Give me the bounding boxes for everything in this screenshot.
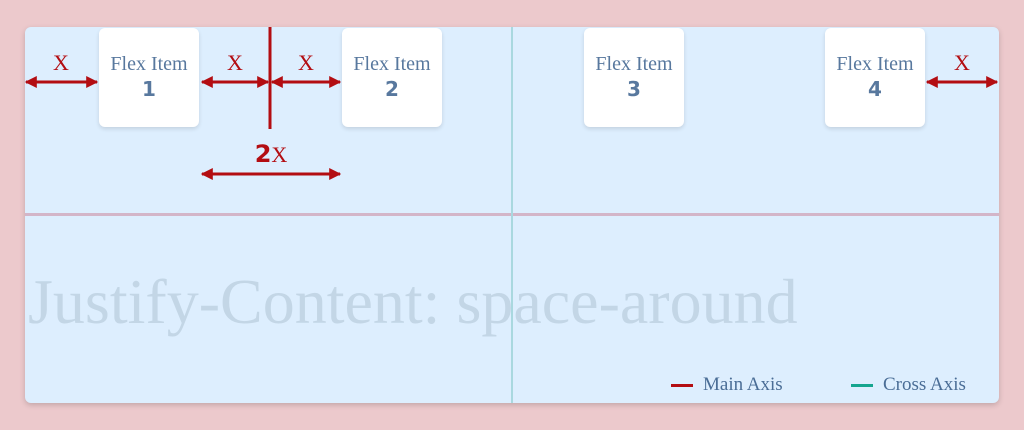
flex-item-label: Flex Item (836, 53, 914, 75)
gap-label: X (53, 50, 69, 75)
gap-label: X (954, 50, 970, 75)
double-gap-unit: X (271, 142, 287, 167)
cross-axis-swatch (851, 383, 873, 387)
legend-label: Cross Axis (883, 374, 966, 395)
flex-container: Justify-Content: space-around Flex Item … (25, 27, 999, 403)
flex-item-4: Flex Item 4 (825, 28, 925, 127)
flex-item-2: Flex Item 2 (342, 28, 442, 127)
flex-item-3: Flex Item 3 (584, 28, 684, 127)
flex-item-number: 4 (868, 77, 882, 101)
double-gap-label: 2X (255, 140, 288, 168)
flex-item-number: 1 (142, 77, 156, 101)
gap-label: X (227, 50, 243, 75)
flex-item-1: Flex Item 1 (99, 28, 199, 127)
main-axis-swatch (671, 383, 693, 387)
flex-item-number: 2 (385, 77, 399, 101)
legend-label: Main Axis (703, 374, 783, 395)
flex-item-label: Flex Item (110, 53, 188, 75)
justify-content-caption: Justify-Content: space-around (28, 266, 798, 337)
legend-cross-axis: Cross Axis (851, 373, 966, 397)
flex-item-label: Flex Item (353, 53, 431, 75)
double-gap-multiplier: 2 (255, 140, 272, 168)
flex-item-label: Flex Item (595, 53, 673, 75)
legend-main-axis: Main Axis (671, 373, 783, 397)
gap-label: X (298, 50, 314, 75)
flex-item-number: 3 (627, 77, 641, 101)
cross-axis-line (511, 27, 513, 403)
